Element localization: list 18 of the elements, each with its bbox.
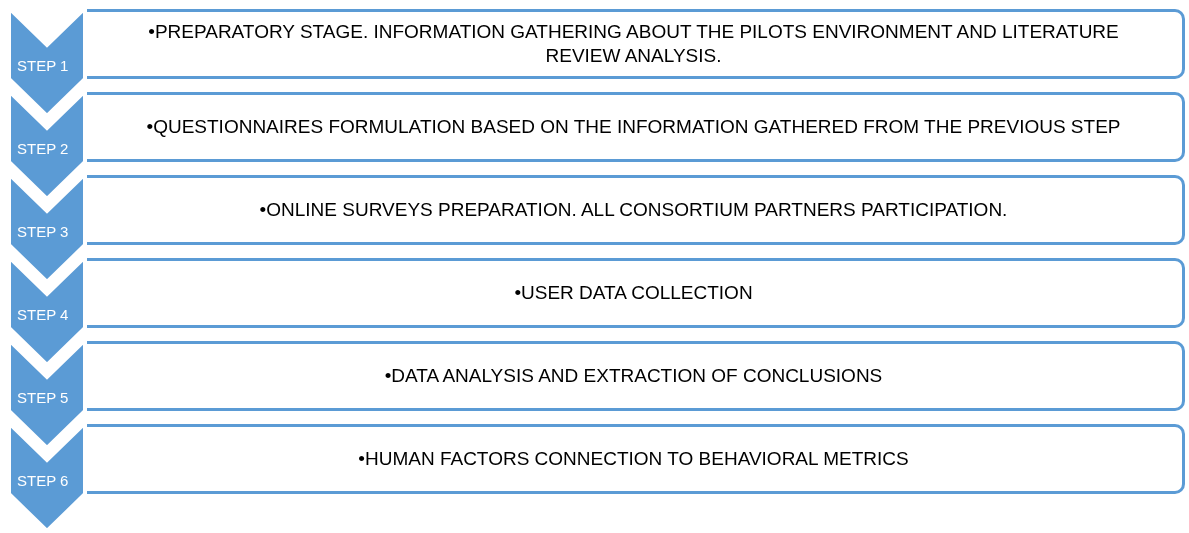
step-description: •PREPARATORY STAGE. INFORMATION GATHERING ABOUT THE PILOTS ENVIRONMENT AND LITERATURE REVIEW ANALYSIS. xyxy=(147,20,1120,68)
step-box xyxy=(85,341,1185,411)
step-box xyxy=(85,175,1185,245)
step-label: STEP 1 xyxy=(17,58,69,73)
step-description: •HUMAN FACTORS CONNECTION TO BEHAVIORAL METRICS xyxy=(358,447,909,471)
step-label: STEP 6 xyxy=(17,473,69,488)
step-box xyxy=(85,424,1185,494)
step-box xyxy=(85,258,1185,328)
step-label: STEP 2 xyxy=(17,141,69,156)
step-description: •DATA ANALYSIS AND EXTRACTION OF CONCLUSIONS xyxy=(384,364,883,388)
step-box xyxy=(85,92,1185,162)
step-description: •ONLINE SURVEYS PREPARATION. ALL CONSORTIUM PARTNERS PARTICIPATION. xyxy=(259,198,1008,222)
step-label: STEP 3 xyxy=(17,224,69,239)
step-label: STEP 4 xyxy=(17,307,69,322)
step-description: •USER DATA COLLECTION xyxy=(514,281,753,305)
step-label: STEP 5 xyxy=(17,390,69,405)
step-description: •QUESTIONNAIRES FORMULATION BASED ON THE INFORMATION GATHERED FROM THE PREVIOUS STEP xyxy=(146,115,1121,139)
step-box xyxy=(85,9,1185,79)
